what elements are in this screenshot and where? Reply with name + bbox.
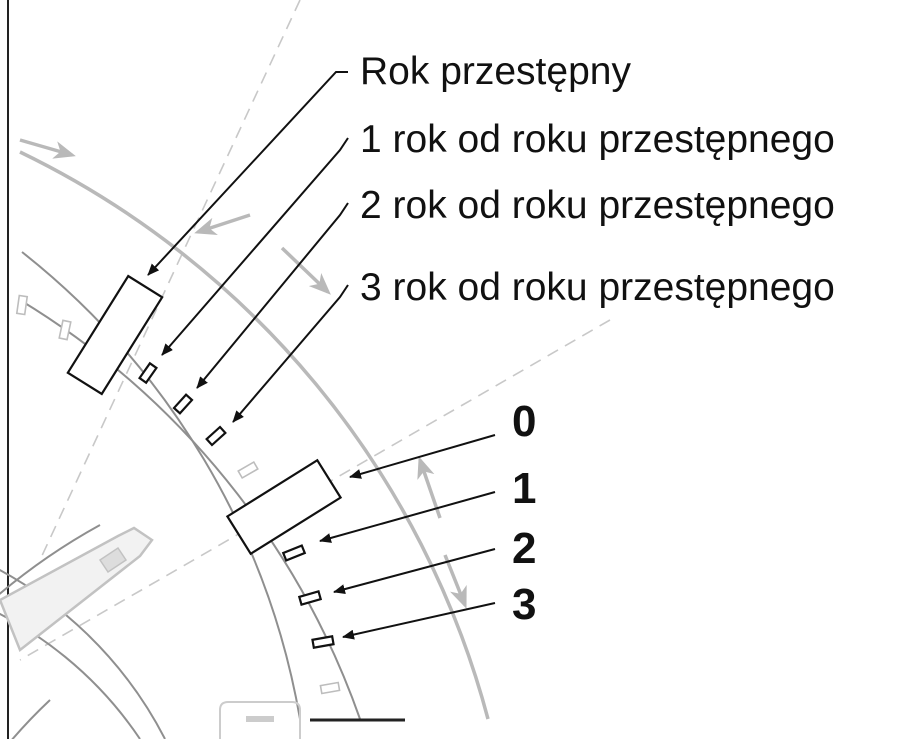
- leap-year-window-bottom: [225, 458, 343, 556]
- label-number-1: 1: [512, 464, 536, 513]
- label-year-2: 2 rok od roku przestępnego: [360, 184, 835, 227]
- label-year-1: 1 rok od roku przestępnego: [360, 118, 835, 161]
- label-leaders: [147, 71, 349, 423]
- year-marks-lower: [281, 544, 335, 649]
- leap-year-window-top: [66, 274, 164, 396]
- year-marks-upper: [138, 361, 227, 447]
- bottom-fragment: [219, 701, 405, 739]
- label-leap-year: Rok przestępny: [360, 50, 631, 93]
- label-number-2: 2: [512, 524, 536, 573]
- ring-ticks: [15, 294, 341, 695]
- dial-rings: [0, 150, 490, 739]
- label-number-0: 0: [512, 397, 536, 446]
- number-leaders: [319, 434, 496, 640]
- dial-hand: [0, 526, 154, 653]
- rotation-arrows: [19, 138, 467, 609]
- label-number-3: 3: [512, 580, 536, 629]
- label-year-3: 3 rok od roku przestępnego: [360, 266, 835, 309]
